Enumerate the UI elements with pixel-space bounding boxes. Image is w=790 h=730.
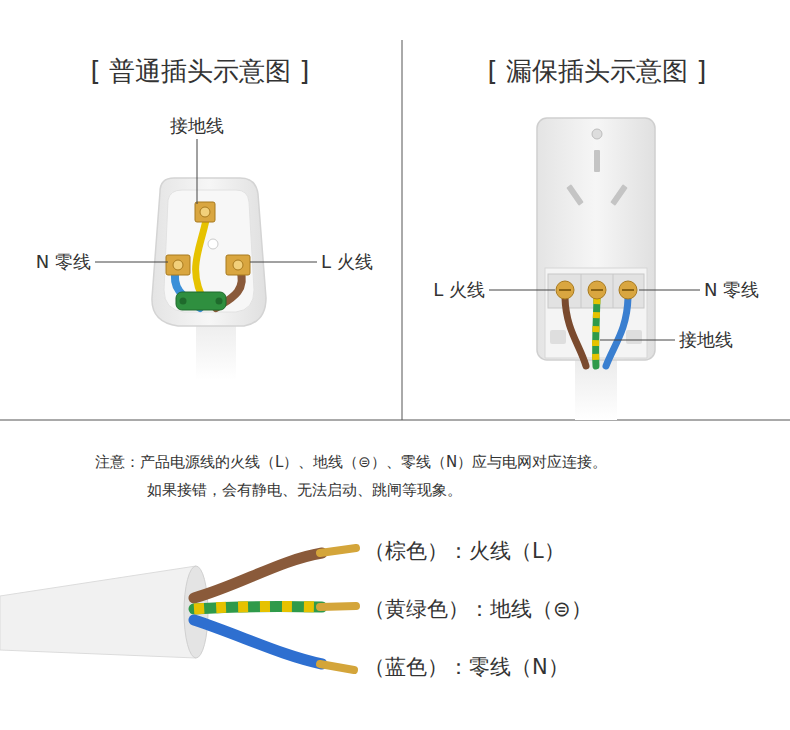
cable-illustration-part (320, 548, 356, 553)
plug-illustration-part (559, 289, 571, 291)
plug-illustration-part (613, 274, 614, 308)
plug-illustration-part (216, 298, 223, 305)
wire-label: L 火线 (433, 279, 485, 301)
divider-line-part (402, 40, 403, 420)
color-key-text: （黄绿色）：地线（⊜） (364, 597, 592, 622)
plug-illustration-part (180, 298, 187, 305)
wire-label: 接地线 (170, 115, 224, 137)
leader-line-part (600, 340, 675, 341)
wire-label: 接地线 (679, 329, 733, 351)
plug-illustration-part (592, 129, 602, 139)
cable-illustration-part (194, 620, 322, 664)
note-text: 如果接错，会有静电、无法启动、跳闸等现象。 (147, 481, 462, 499)
cable-illustration-part (320, 606, 356, 607)
plug-illustration-part (556, 281, 574, 299)
plug-illustration-part (626, 330, 642, 344)
plug-illustration-part (195, 202, 215, 222)
plug-illustration-part (164, 190, 254, 312)
wire-label: L 火线 (321, 251, 373, 273)
panel-title: [ 漏保插头示意图 ] (488, 56, 707, 87)
plug-illustration-part (176, 292, 226, 310)
leader-line-part (95, 262, 168, 263)
cable-illustration-part (320, 664, 354, 670)
leader-line-part (250, 262, 317, 263)
cable-illustration-part (194, 553, 322, 598)
cable-illustration-part (194, 606, 322, 609)
wire-label: N 零线 (36, 251, 91, 273)
plug-illustration-part (226, 255, 250, 275)
divider-line-part (0, 420, 790, 421)
wire-label: N 零线 (704, 279, 759, 301)
plug-illustration-part (596, 298, 597, 366)
plug-illustration-part (565, 298, 586, 366)
plug-illustration-part (173, 260, 183, 270)
plug-illustration (152, 178, 266, 380)
plug-illustration-part (619, 281, 637, 299)
plug-illustration (537, 118, 655, 420)
leader-line (489, 290, 700, 340)
leader-line (95, 139, 317, 262)
leader-line-part (639, 290, 700, 291)
plug-illustration-part (622, 289, 634, 291)
plug-illustration-part (233, 260, 243, 270)
color-key-text: （蓝色）：零线（N） (364, 655, 569, 680)
cable-illustration-part (0, 566, 196, 658)
leader-line-part (197, 139, 198, 204)
plug-illustration-part (216, 270, 242, 308)
plug-illustration-part (596, 298, 597, 366)
plug-illustration-part (152, 178, 266, 326)
plug-illustration-part (610, 184, 628, 205)
plug-illustration-part (166, 255, 190, 275)
divider-line (0, 40, 790, 420)
plug-illustration-part (606, 298, 628, 366)
color-key-text: （棕色）：火线（L） (364, 539, 565, 564)
cable-illustration (0, 548, 356, 670)
plug-illustration-part (594, 150, 600, 172)
plug-illustration-part (588, 281, 606, 299)
cable-illustration-part (194, 606, 322, 609)
panel-title: [ 普通插头示意图 ] (91, 56, 310, 87)
leader-line-part (489, 290, 555, 291)
plug-illustration-part (200, 207, 210, 217)
plug-illustration-part (208, 239, 218, 249)
note-text: 注意：产品电源线的火线（L）、地线（⊜）、零线（N）应与电网对应连接。 (95, 453, 607, 471)
plug-illustration-part (550, 330, 566, 344)
plug-illustration-part (581, 274, 582, 308)
plug-illustration-part (591, 289, 603, 291)
plug-illustration-part (566, 184, 584, 205)
plug-illustration-part (196, 220, 206, 304)
